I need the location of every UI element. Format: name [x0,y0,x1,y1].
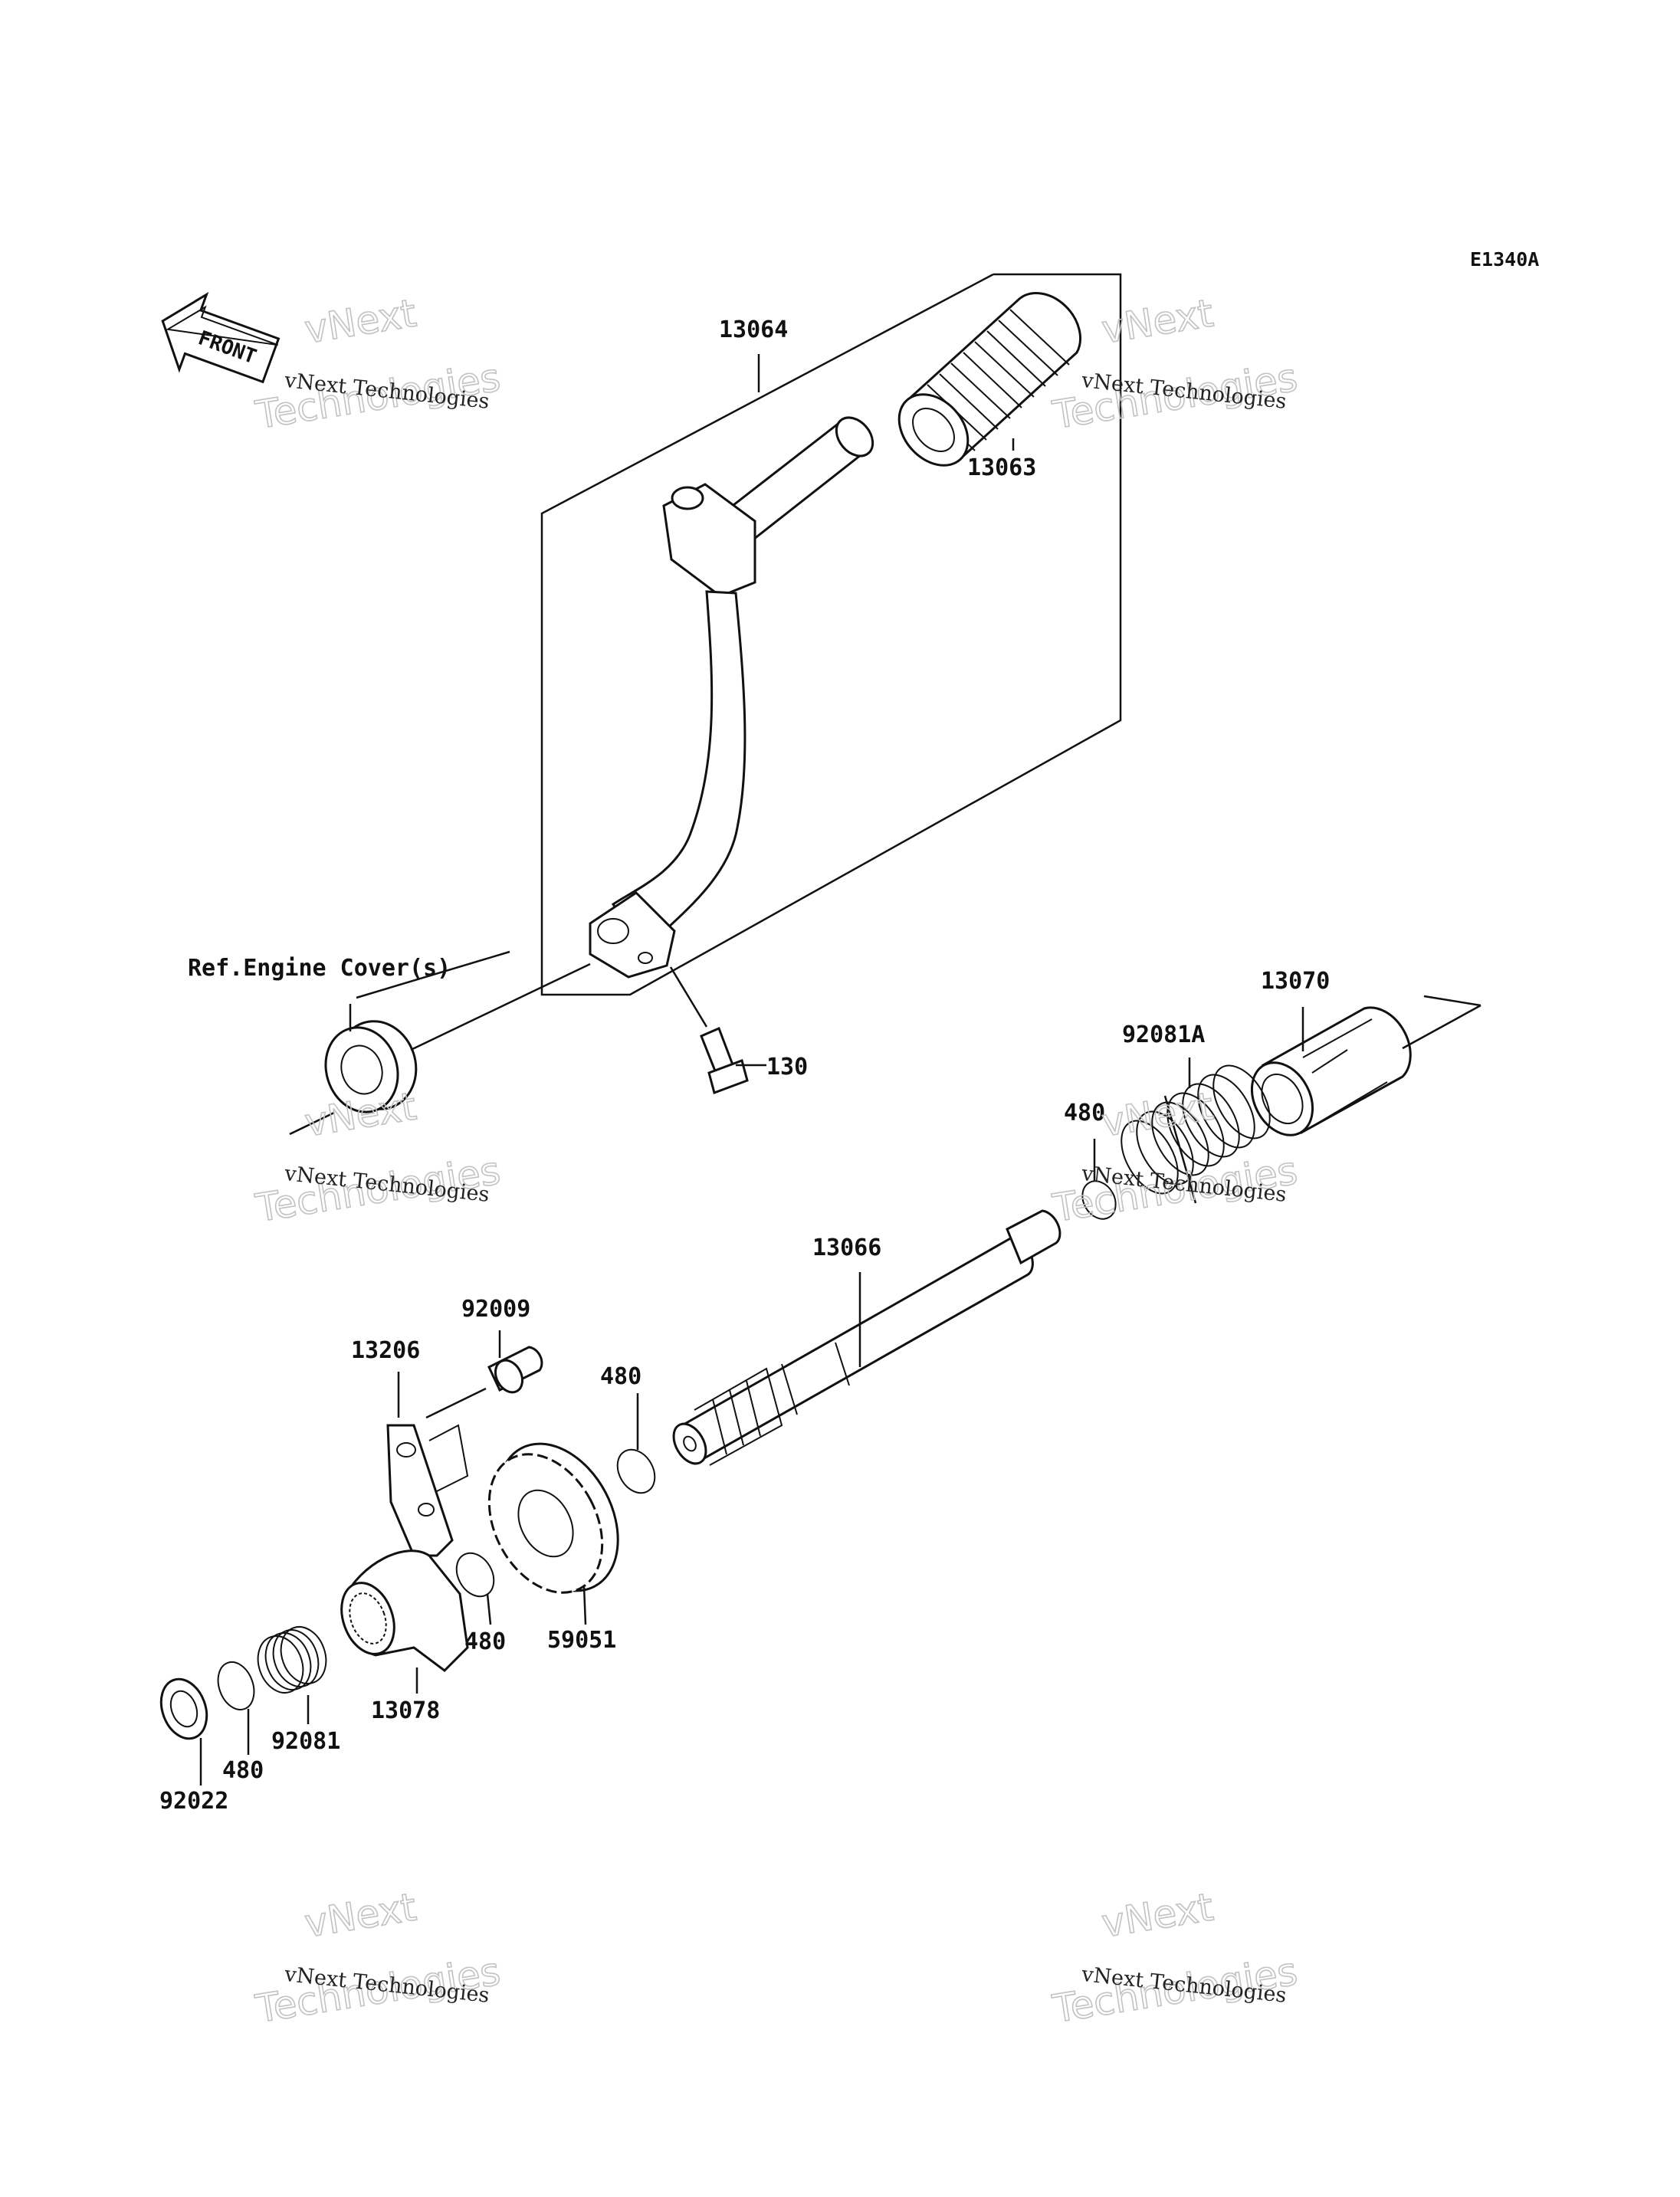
ratchet-spring [257,1626,327,1694]
svg-text:vNext: vNext [302,1084,419,1145]
part-label-13078: 13078 [371,1697,440,1724]
part-label-13066: 13066 [812,1235,881,1261]
watermark-2: vNext Technologies vNext Technologies [1049,290,1301,438]
part-label-480-mid: 480 [600,1363,641,1390]
watermark-1: vNext Technologies vNext Technologies [252,290,504,438]
svg-text:vNext: vNext [1099,1884,1216,1946]
part-label-13206: 13206 [351,1337,420,1364]
svg-text:vNext: vNext [1099,290,1216,352]
guide-plate [386,1424,469,1557]
kick-pedal-rubber [897,292,1081,467]
part-label-13063: 13063 [967,454,1036,481]
engine-cover-seal [324,1020,418,1113]
front-arrow-icon: FRONT [161,291,281,384]
watermark-5: vNext Technologies vNext Technologies [252,1884,504,2032]
spring-guide [1250,1006,1412,1136]
circlip-480-bottom [217,1661,255,1710]
part-label-92081: 92081 [271,1728,340,1755]
part-label-13064: 13064 [719,316,788,343]
diagram-code: E1340A [1470,248,1539,271]
watermark-3: vNext Technologies vNext Technologies [252,1084,504,1231]
part-label-59051: 59051 [547,1627,616,1654]
bolt-130 [669,966,766,1094]
part-label-480-lower: 480 [464,1628,506,1655]
assembly-box-13064 [540,273,1122,996]
svg-text:vNext: vNext [302,290,419,352]
kick-shaft [672,1209,1061,1466]
part-label-13070: 13070 [1261,968,1330,995]
circlip-480-upper [1081,1180,1117,1220]
svg-text:vNext: vNext [1099,1084,1216,1145]
circlip-480-mid [616,1448,656,1494]
kick-arm [589,416,874,979]
kick-gear [487,1442,619,1594]
bolt-92009 [425,1330,543,1419]
part-label-92081A: 92081A [1122,1021,1205,1048]
svg-text:vNext: vNext [302,1884,419,1946]
part-label-130: 130 [766,1054,808,1080]
part-label-480-bottom: 480 [222,1757,264,1784]
ratchet [340,1549,469,1672]
part-label-92022: 92022 [159,1788,228,1815]
washer-92022 [159,1677,208,1740]
kick-spring [1121,1064,1271,1204]
part-label-480-upper: 480 [1064,1100,1105,1126]
ref-engine-cover-label: Ref.Engine Cover(s) [188,955,451,982]
watermark-6: vNext Technologies vNext Technologies [1049,1884,1301,2032]
part-label-92009: 92009 [461,1296,530,1323]
